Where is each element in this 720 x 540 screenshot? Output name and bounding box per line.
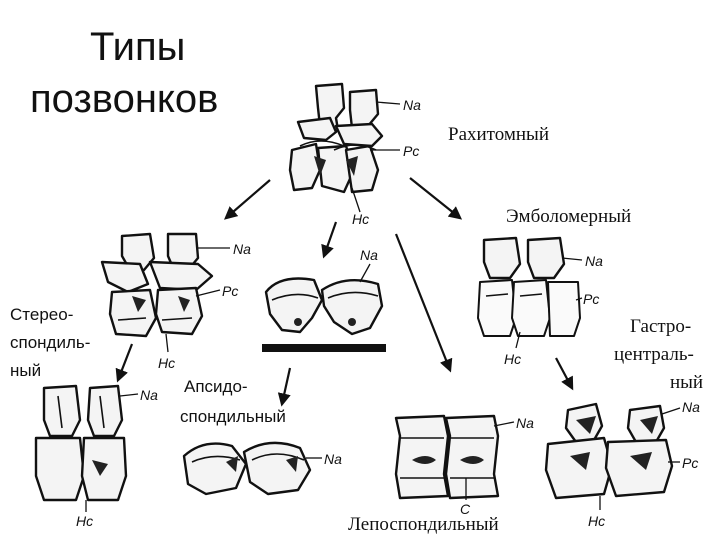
rhachitomous-pc-label: Pc [403, 143, 419, 159]
rhachitomous-hc-label: Hc [352, 211, 369, 227]
evolution-arrows [115, 177, 574, 407]
stereospondylous-leaders [165, 247, 230, 353]
aspidospondylous-label-line-1: Апсидо- [184, 377, 248, 396]
lepospondylous-na-label: Na [516, 415, 534, 431]
rhachitomous-illustration [288, 82, 384, 194]
rhachitomous-leaders [351, 101, 401, 213]
stereospondylous-lower-hc-label: Hc [76, 513, 93, 529]
stereospondylous-illustration [100, 232, 214, 338]
embolomerous-label: Эмболомерный [506, 206, 631, 227]
stereospondylous-lower-illustration [34, 384, 128, 502]
embolomerous-na-label: Na [585, 253, 603, 269]
embolomerous-hc-label: Hc [504, 351, 521, 367]
rhachitomous-label: Рахитомный [448, 124, 549, 145]
title-line-2: позвонков [30, 77, 218, 121]
aspidospondylous-label-line-2: спондильный [180, 407, 286, 426]
stereospondylous-hc-label: Hc [158, 355, 175, 371]
gastrocentrous-pc-label: Pc [682, 455, 698, 471]
aspidospondylous-upper-illustration [262, 277, 386, 352]
stereospondylous-lower-leader-na [119, 393, 139, 397]
gastrocentrous-na-label: Na [682, 399, 700, 415]
aspidospondylous-upper-leader [359, 263, 371, 283]
lepospondylous-leader-na [493, 421, 515, 427]
gastrocentrous-illustration [544, 402, 674, 500]
aspidospondylous-upper-na-label: Na [360, 247, 378, 263]
aspidospondylous-lower-na-label: Na [324, 451, 342, 467]
title-line-1: Типы [90, 25, 185, 69]
stereospondylous-na-label: Na [233, 241, 251, 257]
stereospondylous-label-line-3: ный [10, 361, 41, 380]
gastrocentrous-label-line-2: централь- [614, 344, 694, 365]
embolomerous-illustration [477, 236, 581, 337]
gastrocentrous-label-line-1: Гастро- [630, 316, 691, 337]
aspidospondylous-lower-illustration [182, 441, 312, 496]
embolomerous-leaders [515, 257, 583, 349]
stereospondylous-pc-label: Pc [222, 283, 238, 299]
rhachitomous-na-label: Na [403, 97, 421, 113]
stereospondylous-lower-na-label: Na [140, 387, 158, 403]
gastrocentrous-leader-na [661, 407, 681, 415]
gastrocentrous-label-line-3: ный [670, 372, 703, 393]
lepospondylous-illustration [394, 414, 500, 500]
stereospondylous-label-line-2: спондиль- [10, 333, 90, 352]
gastrocentrous-hc-label: Hc [588, 513, 605, 529]
lepospondylous-c-label: C [460, 501, 471, 517]
embolomerous-pc-label: Pc [583, 291, 599, 307]
lepospondylous-label: Лепоспондильный [348, 514, 499, 535]
stereospondylous-label-line-1: Стерео- [10, 305, 73, 324]
